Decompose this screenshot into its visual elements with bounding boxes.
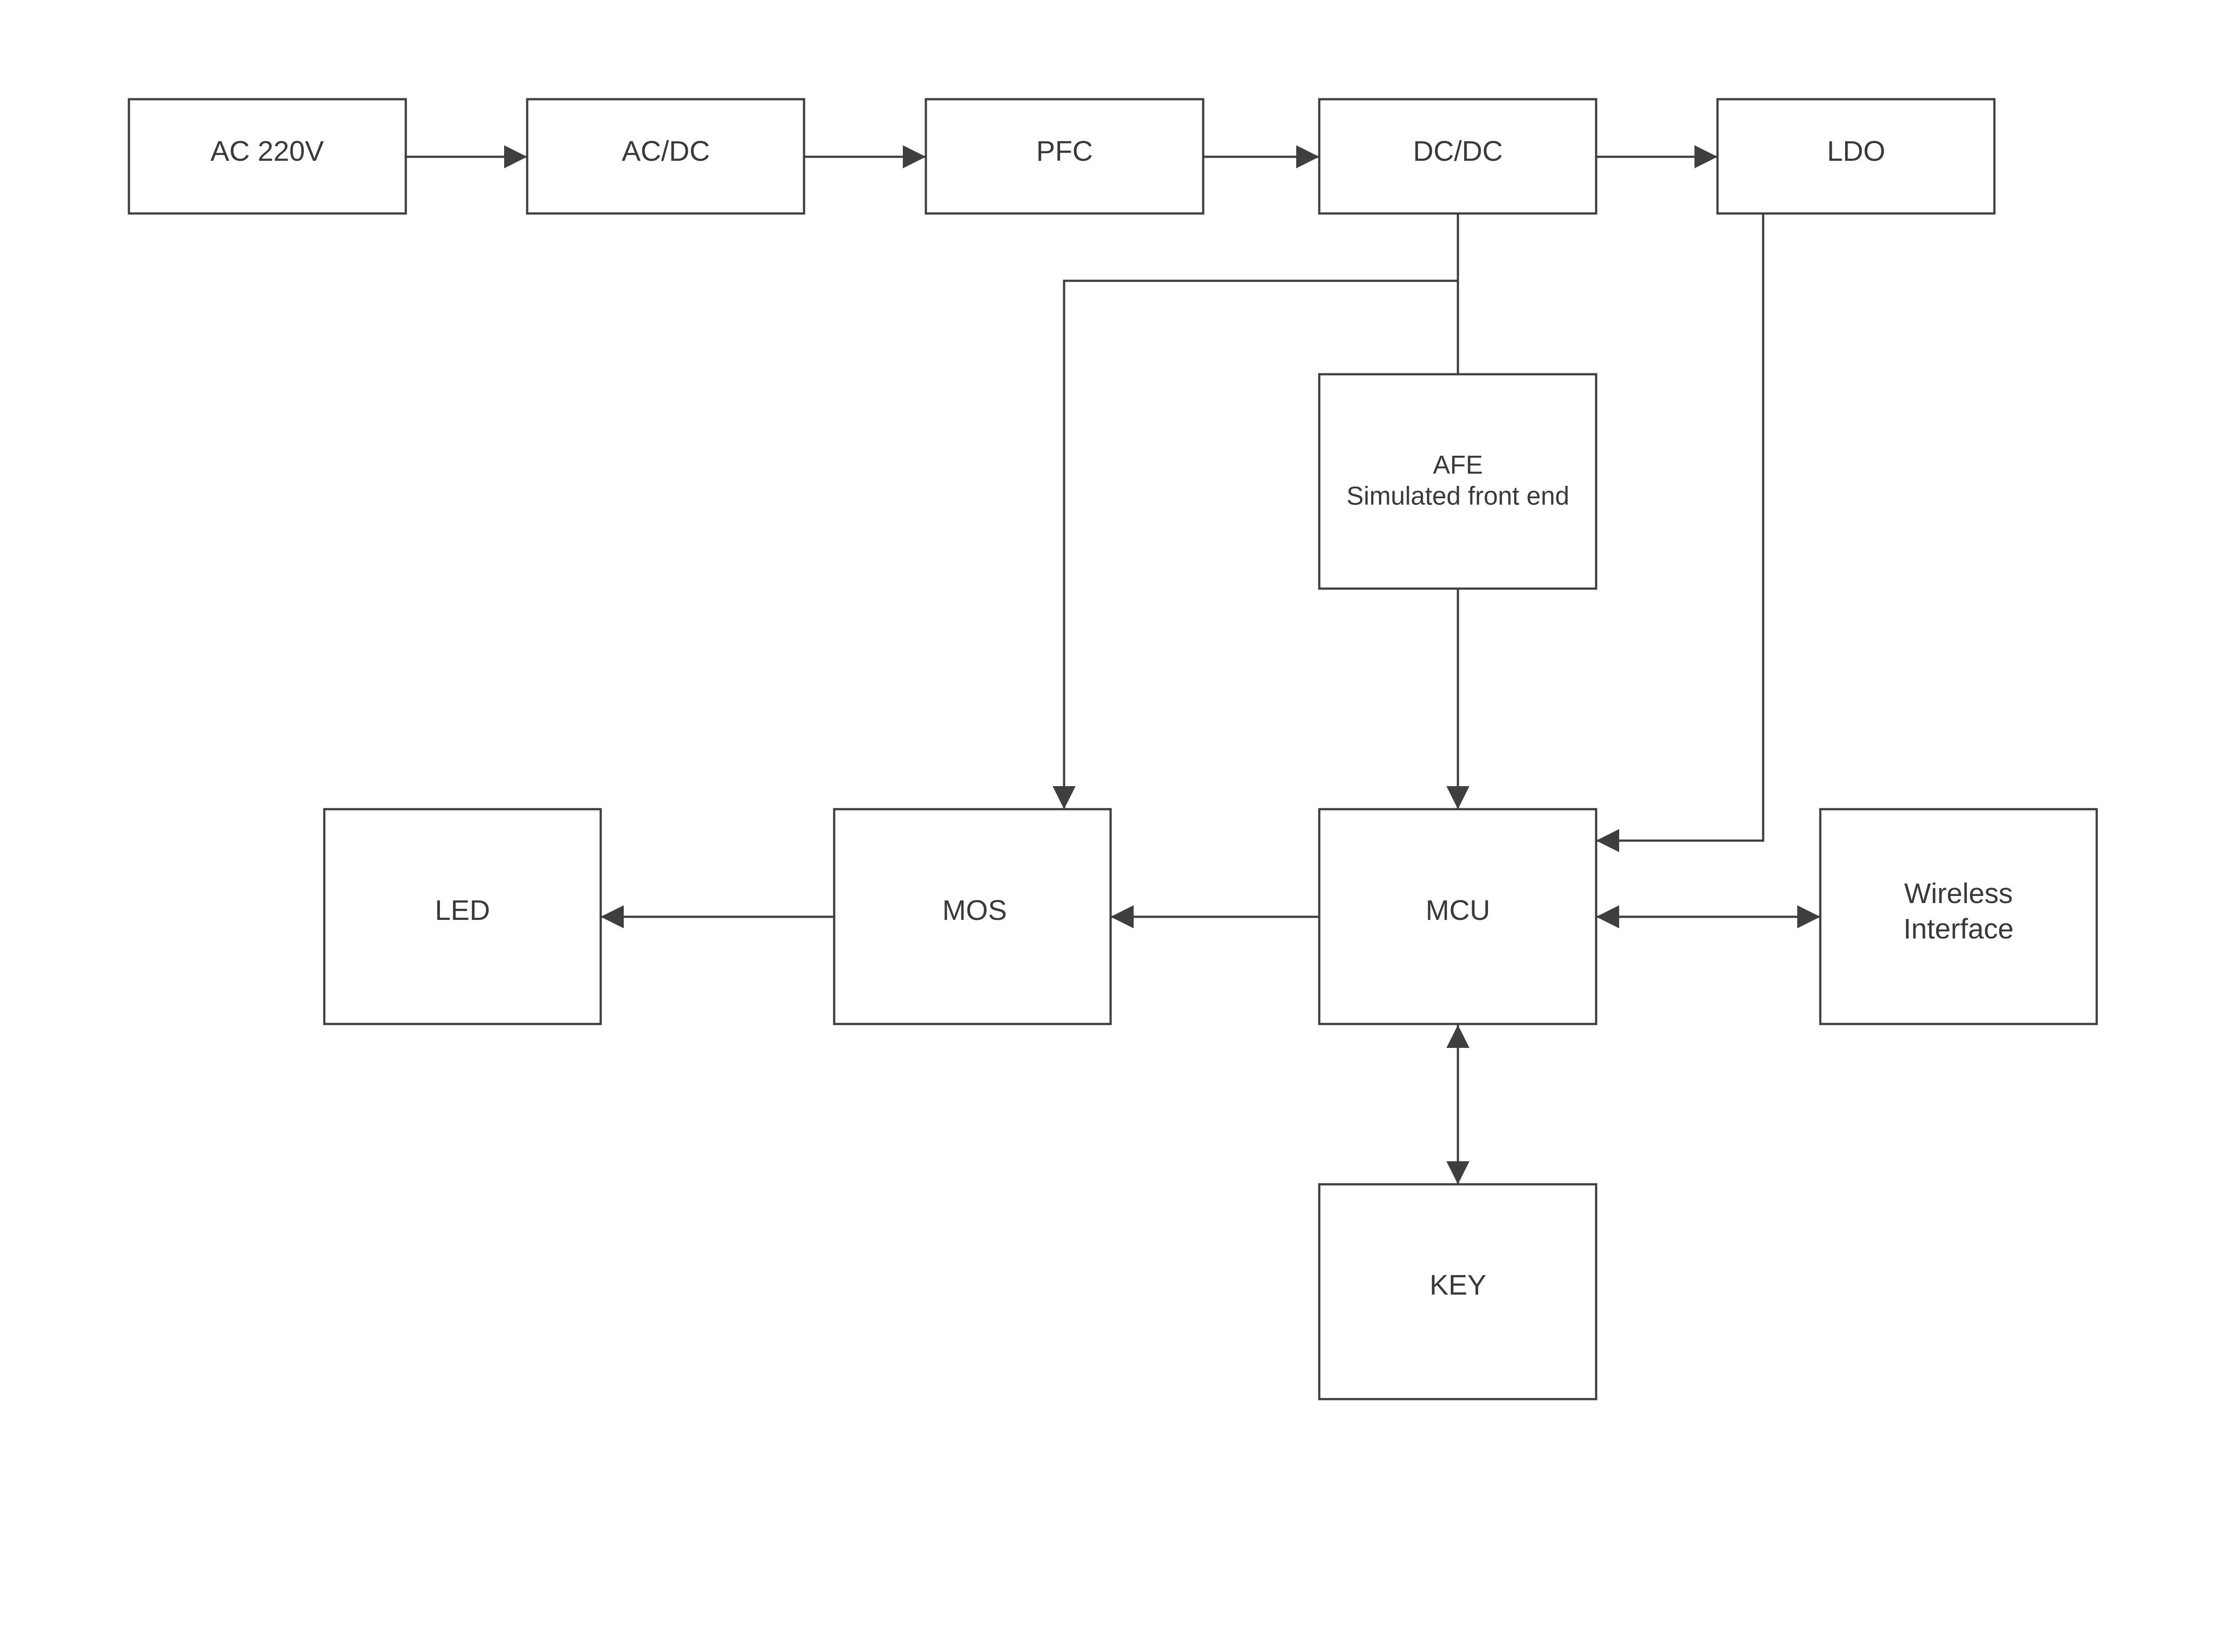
label-wireless-line1: Wireless	[1904, 877, 2013, 909]
block-ldo	[1716, 98, 1996, 215]
label-dcdc: DC/DC	[1413, 135, 1503, 167]
label-mcu: MCU	[1426, 894, 1490, 926]
label-acdc: AC/DC	[622, 135, 710, 167]
block-dcdc	[1318, 98, 1597, 215]
label-wireless-line2: Interface	[1903, 913, 2013, 945]
block-afe	[1318, 373, 1597, 590]
label-led: LED	[435, 894, 490, 926]
label-pfc: PFC	[1036, 135, 1093, 167]
block-mos	[833, 808, 1112, 1025]
block-key	[1318, 1183, 1597, 1400]
block-mcu	[1318, 808, 1597, 1025]
label-mos: MOS	[942, 894, 1007, 926]
block-pfc	[925, 98, 1205, 215]
label-afe-line1: AFE	[1433, 450, 1483, 479]
label-key: KEY	[1430, 1269, 1486, 1301]
edge-ldo-mcu	[1596, 213, 1764, 852]
block-led	[323, 808, 602, 1025]
block-ac220	[128, 98, 407, 215]
label-afe-line2: Simulated front end	[1347, 481, 1570, 510]
label-ldo: LDO	[1827, 135, 1885, 167]
block-acdc	[526, 98, 805, 215]
label-ac220: AC 220V	[210, 135, 324, 167]
block-wireless	[1819, 808, 2098, 1025]
edge-dcdc-mos	[1053, 279, 1458, 809]
